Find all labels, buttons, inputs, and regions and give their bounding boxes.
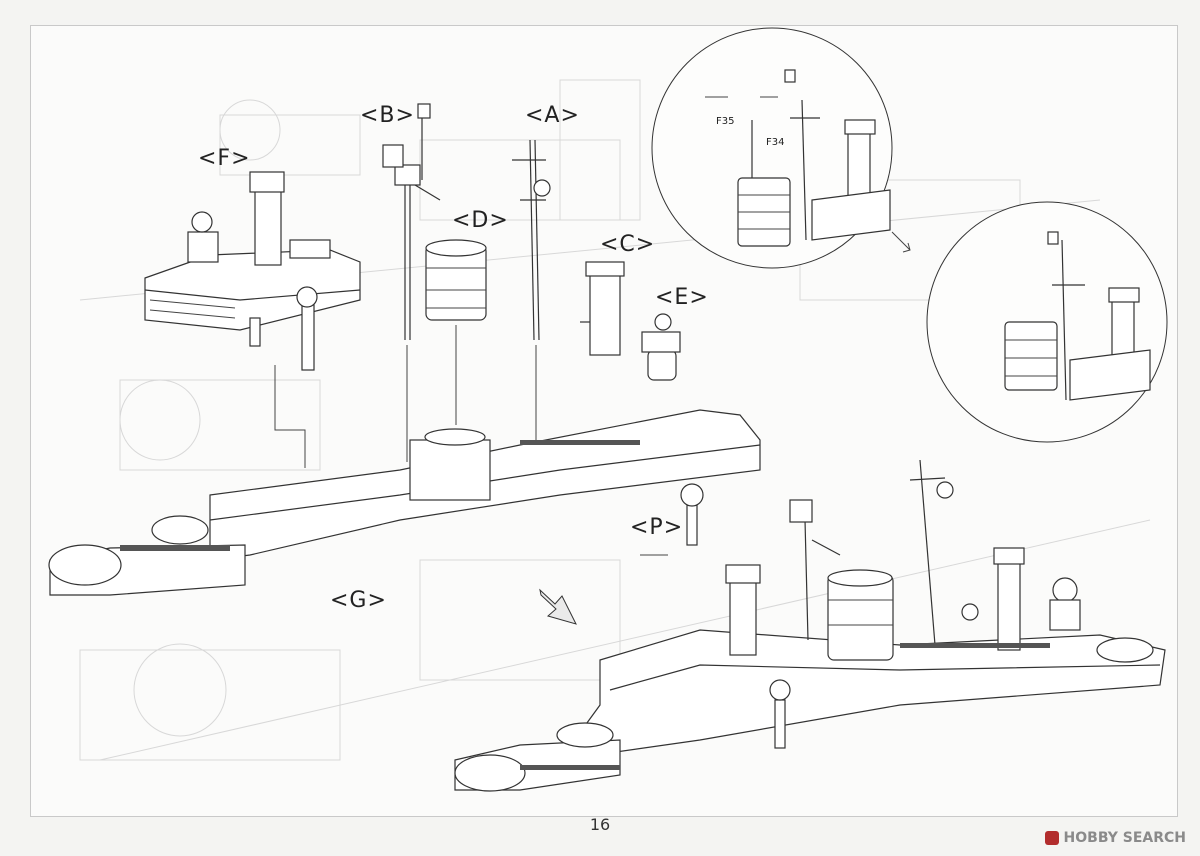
label-part-c: <C> — [600, 232, 656, 257]
detail-arrow — [891, 231, 911, 253]
part-p-director — [640, 483, 704, 556]
watermark-text: HOBBY SEARCH — [1063, 830, 1186, 846]
detail-circle-top — [651, 27, 893, 269]
part-f-assembly — [144, 171, 361, 371]
watermark: HOBBY SEARCH — [1044, 830, 1186, 846]
part-g-hull — [48, 409, 761, 596]
label-part-f: <F> — [198, 146, 251, 171]
part-e-radar — [641, 313, 681, 381]
part-f34-label: F34 — [766, 137, 785, 148]
part-c-structure — [580, 261, 625, 356]
completed-ship — [454, 459, 1166, 792]
big-assembly-arrow — [539, 588, 577, 625]
page-number: 16 — [589, 815, 611, 834]
label-part-b: <B> — [360, 103, 415, 128]
hobby-search-logo-icon — [1044, 831, 1059, 845]
label-part-a: <A> — [525, 103, 580, 128]
part-f35-label: F35 — [716, 116, 735, 127]
part-b-mast — [382, 103, 441, 340]
label-part-e: <E> — [655, 285, 709, 310]
part-d-funnel — [425, 239, 487, 321]
detail-circle-right — [926, 201, 1168, 443]
label-part-g: <G> — [330, 588, 387, 613]
part-a-mast — [512, 139, 551, 341]
label-part-d: <D> — [452, 208, 509, 233]
label-part-p: <P> — [630, 515, 684, 540]
